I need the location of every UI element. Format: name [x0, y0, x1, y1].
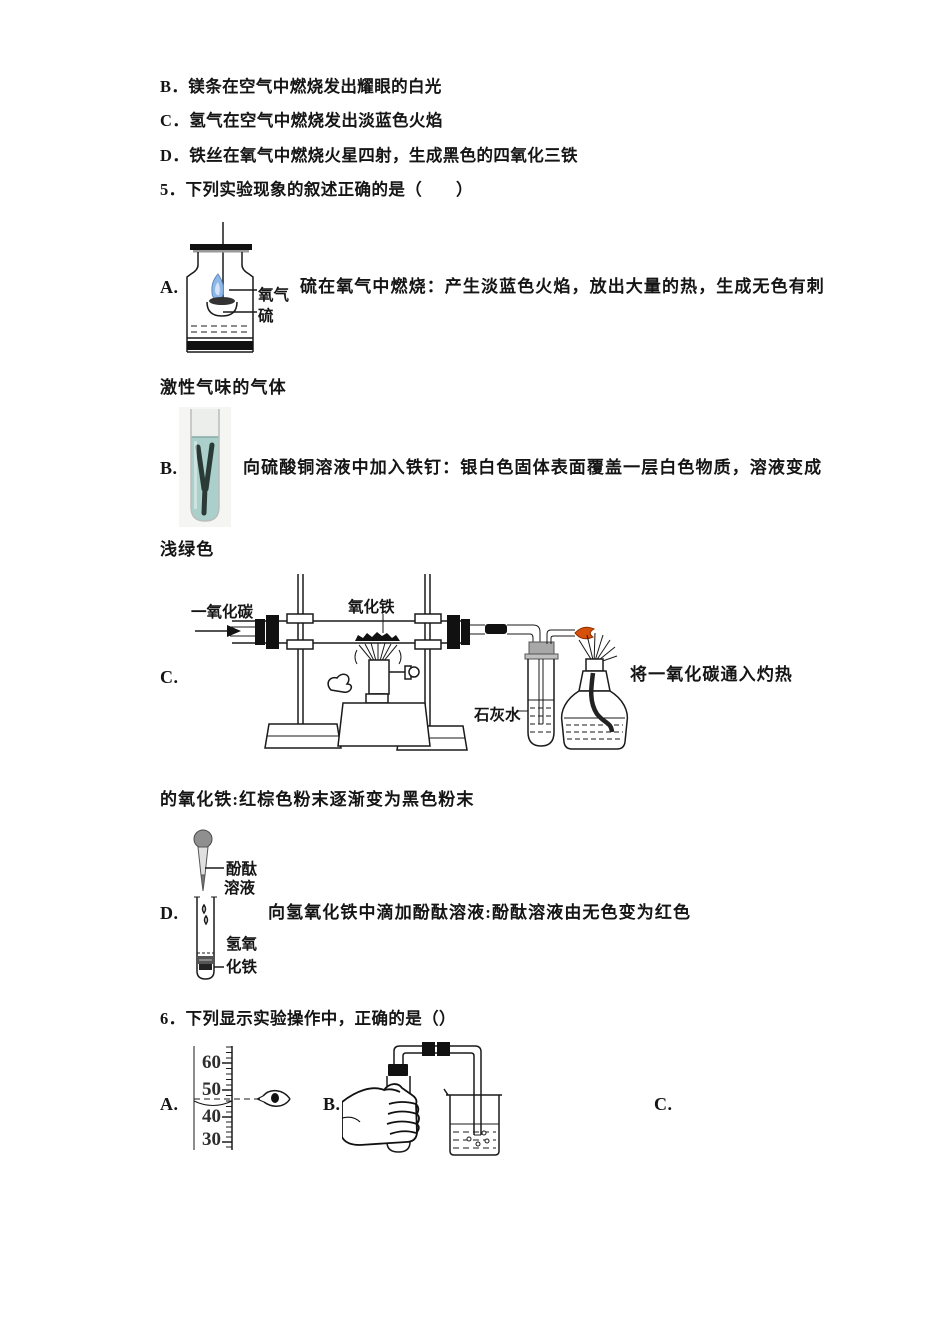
eye-icon: [255, 1090, 291, 1107]
svg-text:30: 30: [202, 1129, 221, 1150]
q5-optionB-letter: B.: [160, 458, 178, 478]
option-line-d: D．铁丝在氧气中燃烧火星四射，生成黑色的四氧化三铁: [160, 146, 578, 165]
oxygen-label: 氧气: [258, 287, 290, 304]
scale-tick-labels: 60 50 40 30: [202, 1052, 221, 1150]
delivery-tube: [393, 1042, 482, 1136]
meniscus-curve: [193, 1100, 233, 1106]
q6-optionC-letter: C.: [654, 1094, 673, 1114]
option-line-c: C．氢气在空气中燃烧发出淡蓝色火焰: [160, 111, 443, 130]
dropper: [193, 829, 224, 892]
copper-sulfate-test-tube-photo: [179, 407, 231, 527]
option-line-b: B．镁条在空气中燃烧发出耀眼的白光: [160, 77, 442, 96]
label-pointer-lines: [223, 289, 257, 313]
gas-bubbles: [466, 1130, 490, 1147]
gas-collection-hand-diagram: [342, 1042, 502, 1156]
beaker: [443, 1088, 502, 1156]
svg-text:60: 60: [202, 1052, 221, 1073]
iron-oxide-label: 氧化铁: [348, 599, 395, 616]
hydroxide-test-tube: [194, 896, 224, 980]
holding-hand: [342, 1083, 420, 1146]
water-layer-dashes: [191, 325, 249, 333]
connecting-tube: [470, 624, 541, 644]
phenolphthalein-label-line1: 酚酞: [226, 861, 258, 878]
limewater-label: 石灰水: [474, 707, 521, 724]
graduated-cylinder-reading-diagram: 60 50 40 30: [193, 1046, 291, 1150]
glass-empty-top: [191, 409, 219, 437]
bottle-outline: [186, 252, 254, 353]
svg-text:50: 50: [202, 1079, 221, 1100]
exhaust-tube: [546, 629, 575, 644]
q6-optionA-letter: A.: [160, 1094, 179, 1114]
q5-optionA-text: 硫在氧气中燃烧：产生淡蓝色火焰，放出大量的热，生成无色有刺: [300, 277, 825, 296]
q5-optionA-letter: A.: [160, 277, 179, 297]
q5-optionD-text: 向氢氧化铁中滴加酚酞溶液:酚酞溶液由无色变为红色: [268, 903, 692, 922]
q5-optionC-continuation: 的氧化铁:红棕色粉末逐渐变为黑色粉末: [160, 790, 475, 809]
phenolphthalein-dropper-diagram: [193, 829, 224, 980]
q6-optionB-letter: B.: [323, 1094, 341, 1114]
carbon-monoxide-label: 一氧化碳: [191, 604, 254, 621]
tube-outline: [190, 409, 220, 522]
sulfur-label: 硫: [258, 308, 274, 325]
glass-highlight: [194, 441, 197, 509]
q5-optionA-continuation: 激性气味的气体: [160, 378, 287, 397]
combustion-spoon: [206, 297, 238, 317]
tail-gas-flame-icon: [574, 626, 596, 640]
blue-flame-icon: [211, 273, 224, 301]
burner-base: [327, 673, 431, 747]
bottle-lid: [190, 244, 252, 253]
alcohol-lamp: [560, 632, 629, 750]
iron-hydroxide-label-line1: 氢氧: [226, 936, 258, 953]
co-inlet-arrow: [195, 625, 257, 637]
test-tube-stopper: [388, 1064, 408, 1076]
q5-optionD-letter: D.: [160, 903, 179, 923]
iron-nails: [195, 442, 215, 516]
q5-optionC-letter: C.: [160, 667, 179, 687]
co-reduction-apparatus-diagram: [195, 574, 629, 751]
question-5-header: 5．下列实验现象的叙述正确的是（ ）: [160, 180, 473, 199]
q5-optionB-continuation: 浅绿色: [160, 540, 215, 559]
q5-optionC-text: 将一氧化碳通入灼热: [630, 665, 793, 684]
gas-bottle-diagram: [186, 222, 257, 353]
limewater-test-tube: [516, 641, 559, 747]
phenolphthalein-label-line2: 溶液: [224, 880, 256, 897]
reaction-tube: [232, 613, 470, 650]
svg-text:40: 40: [202, 1106, 221, 1127]
question-6-header: 6．下列显示实验操作中，正确的是（）: [160, 1009, 456, 1028]
iron-oxide-powder: [355, 614, 400, 641]
q5-optionB-text: 向硫酸铜溶液中加入铁钉：银白色固体表面覆盖一层白色物质，溶液变成: [243, 458, 823, 477]
scale-ticks: [222, 1046, 232, 1148]
lamp-wick: [589, 672, 615, 733]
iron-hydroxide-label-line2: 化铁: [226, 959, 258, 976]
